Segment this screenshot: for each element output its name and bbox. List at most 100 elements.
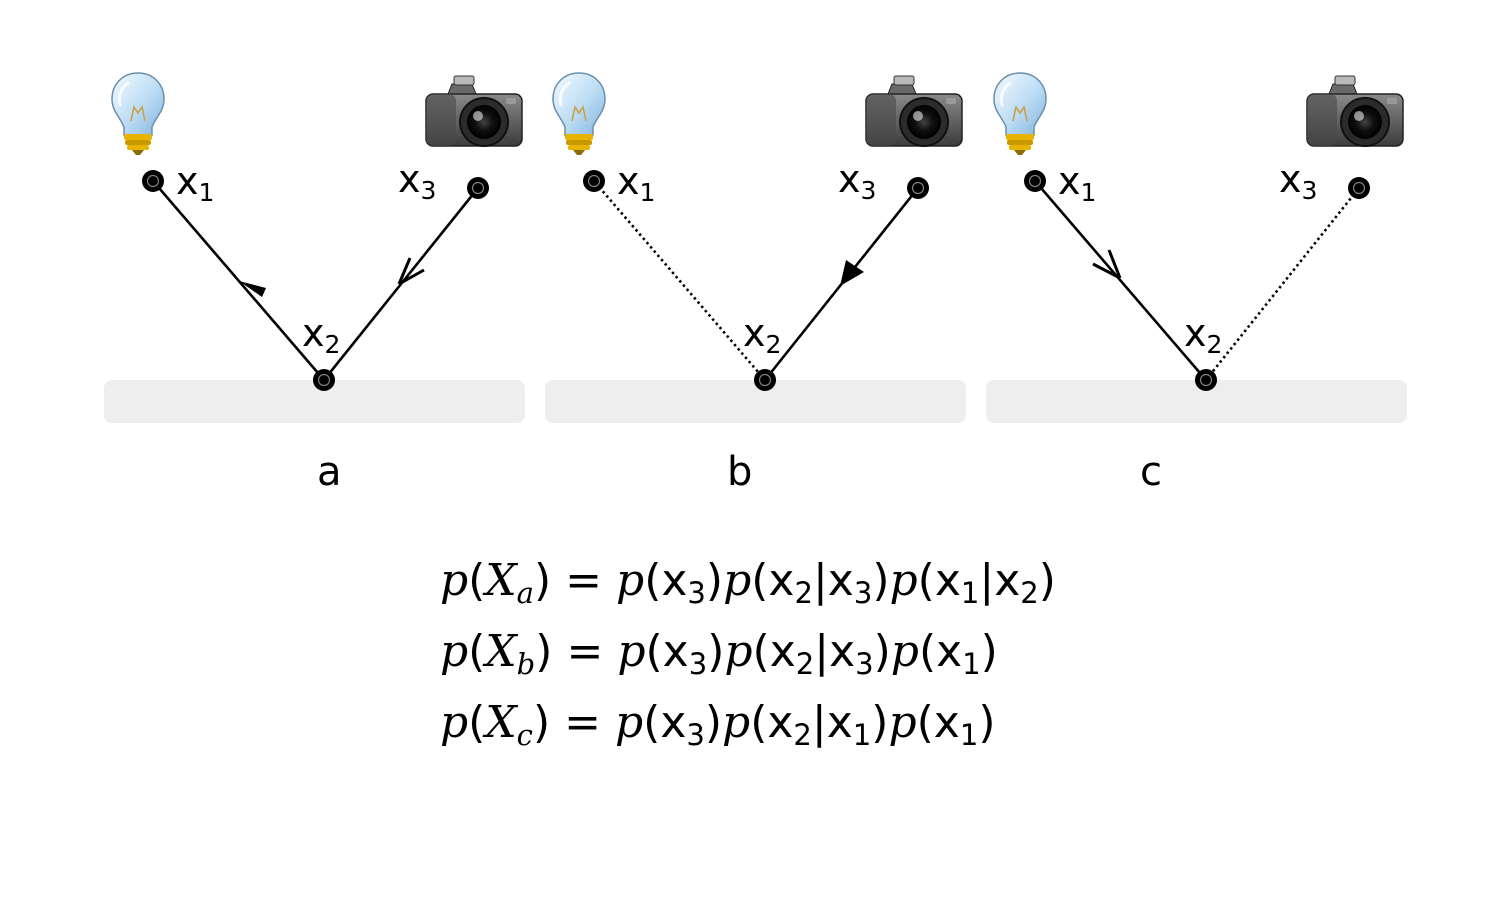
label-text: x (743, 311, 766, 355)
surface-a (104, 380, 525, 423)
camera-icon (425, 75, 523, 147)
eq-symbol: p (440, 555, 469, 606)
equations: p(Xa)=p(x3)p(x2|x3)p(x1|x2) p(Xb)=p(x3)p… (440, 553, 1056, 766)
eq-symbol: x (936, 626, 963, 677)
caption-a: a (317, 449, 342, 495)
eq-symbol: x (994, 555, 1021, 606)
eq-symbol: p (724, 626, 753, 677)
eq-sub: 1 (960, 576, 980, 611)
label-sub: 2 (765, 330, 782, 360)
node-a-x3 (466, 176, 490, 200)
eq-sub: 1 (852, 718, 872, 753)
label-sub: 1 (1080, 178, 1097, 208)
eq-symbol: p (440, 697, 469, 748)
label-c-x3: x3 (1279, 157, 1317, 203)
eq-symbol: x (827, 555, 854, 606)
node-c-x2 (1194, 368, 1218, 392)
eq-symbol: X (485, 555, 517, 606)
eq-symbol: x (826, 697, 853, 748)
panel-a (104, 71, 525, 423)
label-a-x1: x1 (176, 159, 214, 205)
eq-symbol: p (722, 697, 751, 748)
eq-sign: = (565, 555, 603, 606)
eq-symbol: x (934, 555, 961, 606)
equation-b: p(Xb)=p(x3)p(x2|x3)p(x1) (440, 626, 998, 682)
eq-sub: 3 (855, 647, 874, 682)
edge-b-x2-x1 (593, 180, 766, 381)
edge-c-x1-x2 (1034, 180, 1207, 381)
caption-b: b (727, 449, 753, 495)
eq-sub: 1 (962, 647, 981, 682)
label-sub: 2 (1206, 330, 1223, 360)
eq-sub: 3 (686, 718, 705, 753)
lightbulb-icon (551, 71, 607, 157)
eq-sub: 1 (959, 718, 979, 753)
eq-sub: 2 (1020, 576, 1039, 611)
eq-symbol: p (616, 555, 645, 606)
label-sub: 1 (639, 178, 656, 208)
eq-symbol: p (888, 697, 917, 748)
eq-sub: 3 (853, 576, 873, 611)
eq-symbol: x (660, 697, 687, 748)
node-a-x2 (312, 368, 336, 392)
eq-symbol: X (485, 626, 517, 677)
label-sub: 2 (324, 330, 341, 360)
arrow-b-filled (840, 260, 864, 286)
eq-symbol: x (768, 555, 795, 606)
lightbulb-icon (992, 71, 1048, 157)
eq-sign: = (564, 697, 601, 748)
eq-sign: = (566, 626, 604, 677)
eq-symbol: p (614, 697, 644, 748)
eq-symbol: p (723, 555, 752, 606)
label-a-x2: x2 (302, 311, 340, 357)
label-text: x (1058, 159, 1081, 203)
arrow-c-open (1092, 249, 1122, 280)
edge-a-x2-x1 (152, 180, 325, 381)
edge-c-x2-x3 (1204, 187, 1361, 381)
surface-c (986, 380, 1407, 423)
eq-symbol: x (661, 555, 688, 606)
label-a-x3: x3 (398, 160, 436, 203)
eq-symbol: p (440, 626, 469, 677)
label-text: x (302, 311, 325, 355)
eq-sub: c (516, 718, 533, 753)
label-sub: 1 (198, 178, 215, 208)
label-text: x (1279, 157, 1302, 201)
label-sub: 3 (860, 176, 877, 206)
eq-symbol: X (485, 697, 517, 748)
node-b-x2 (753, 368, 777, 392)
label-text: x (838, 157, 861, 201)
equation-c: p(Xc)=p(x3)p(x2|x1)p(x1) (440, 697, 996, 753)
label-c-x1: x1 (1058, 159, 1096, 205)
eq-sub: 2 (794, 576, 813, 611)
eq-symbol: x (769, 626, 796, 677)
caption-c: c (1140, 449, 1162, 495)
node-c-x1 (1023, 169, 1047, 193)
arrow-a-open (397, 257, 425, 286)
label-text: x (617, 159, 640, 203)
eq-symbol: x (829, 626, 856, 677)
eq-symbol: x (767, 697, 794, 748)
lightbulb-icon (110, 71, 166, 157)
eq-symbol: x (662, 626, 689, 677)
label-b-x2: x2 (743, 311, 781, 357)
eq-sub: 2 (795, 647, 815, 682)
eq-sub: a (516, 576, 534, 611)
label-text: x (1184, 311, 1207, 355)
label-sub: 3 (420, 176, 437, 206)
eq-symbol: p (890, 626, 919, 677)
eq-symbol: p (889, 555, 918, 606)
camera-icon (865, 75, 963, 147)
label-c-x2: x2 (1184, 311, 1222, 357)
panel-b (545, 71, 966, 423)
camera-icon (1306, 75, 1404, 147)
label-b-x3: x3 (838, 157, 876, 203)
label-text: x (176, 159, 199, 203)
eq-sub: b (516, 647, 536, 682)
node-b-x3 (906, 176, 930, 200)
eq-symbol: p (617, 626, 646, 677)
eq-sub: 3 (687, 576, 706, 611)
eq-sub: 3 (688, 647, 708, 682)
